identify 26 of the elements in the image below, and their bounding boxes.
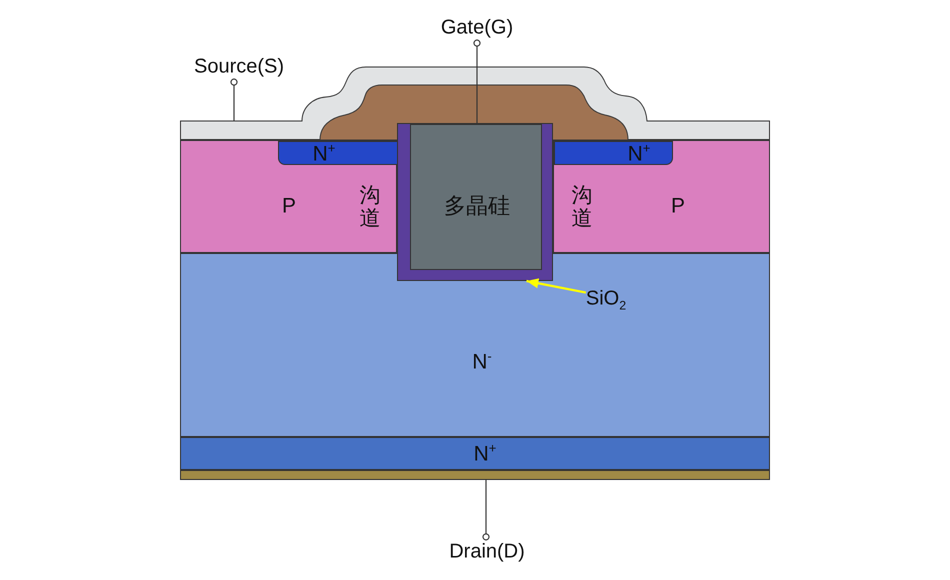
p-body-region — [553, 140, 770, 253]
channel-label: 沟道 — [360, 184, 380, 230]
leader-line — [473, 40, 481, 124]
leader-line — [230, 78, 238, 121]
terminal-label: Source(S) — [194, 56, 284, 78]
n-minus-drift-region — [180, 253, 770, 437]
arrow — [526, 278, 586, 294]
terminal-label: Drain(D) — [449, 540, 525, 564]
gate-oxide-layer — [397, 123, 553, 281]
n-plus-source-region — [278, 141, 398, 165]
doping-label: P — [671, 194, 685, 218]
doping-label: P — [282, 194, 296, 218]
doping-label: N$^{+}$ — [474, 442, 496, 466]
doping-label: N$^{-}$ — [472, 350, 492, 374]
terminal-label: Gate(G) — [440, 16, 514, 40]
p-body-region — [180, 140, 397, 253]
channel-label: 沟道 — [572, 184, 592, 230]
leader-line — [482, 480, 490, 540]
doping-label: N$^{+}$ — [628, 142, 650, 166]
material-label: SiO$_{2}$ — [586, 288, 626, 310]
drain-metal-layer — [180, 470, 770, 480]
material-label: 多晶硅 — [444, 194, 510, 218]
n-plus-source-region — [554, 141, 673, 165]
polysilicon-gate — [410, 124, 542, 270]
n-plus-substrate-layer — [180, 437, 770, 470]
doping-label: N$^{+}$ — [312, 142, 336, 166]
